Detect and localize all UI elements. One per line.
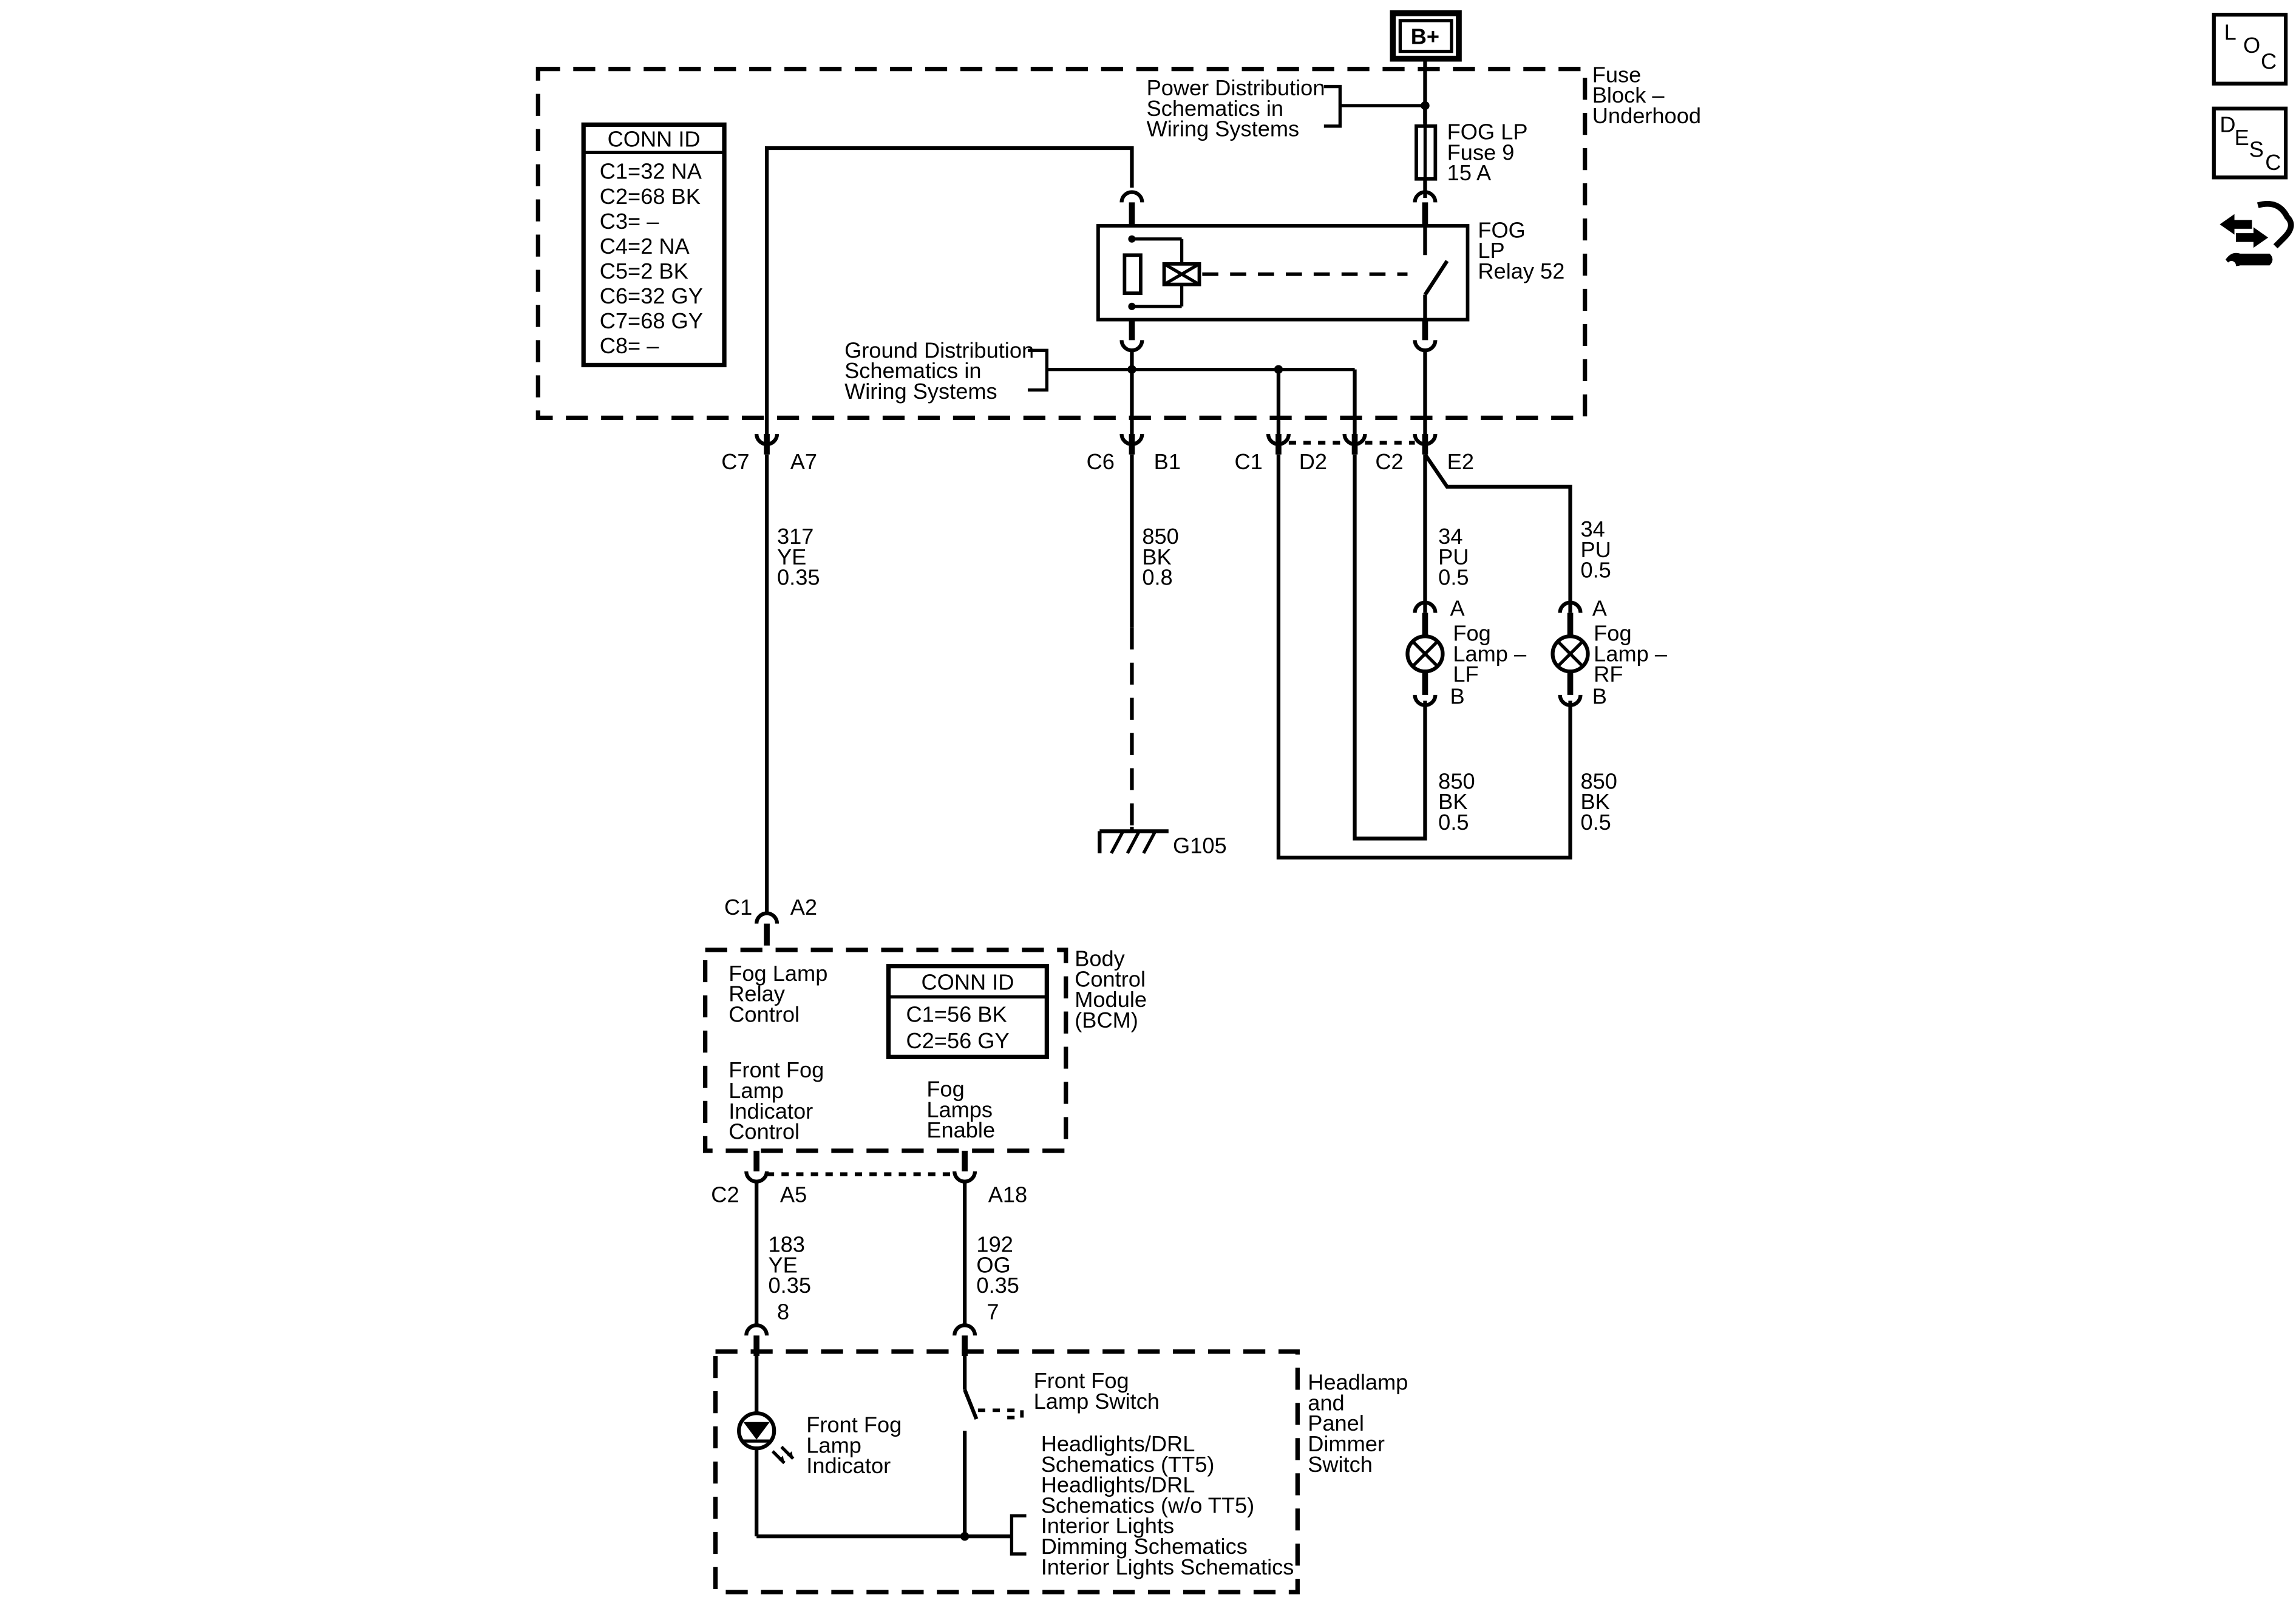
- battery-power-terminal: B+: [1390, 10, 1462, 123]
- ground-g105-icon: G105: [1098, 827, 1227, 858]
- conn-id-row: C7=68 GY: [600, 308, 703, 333]
- wire-183-label: 183 YE 0.35: [768, 1232, 811, 1298]
- pin-label: A: [1592, 595, 1608, 620]
- front-fog-indicator-led: Front Fog Lamp Indicator: [737, 1356, 908, 1537]
- svg-text:Headlights/DRL Schematic: Headlights/DRL Schematics (TT5) Headligh…: [1041, 1431, 1294, 1579]
- connector-label: A5: [780, 1182, 807, 1207]
- power-label: B+: [1411, 24, 1439, 49]
- fuse-block-outline: [535, 66, 1588, 421]
- conn-id-title: CONN ID: [608, 127, 701, 152]
- connector-label: C7: [721, 449, 749, 474]
- svg-text:C: C: [2265, 150, 2281, 175]
- bcm-conn-id-table: CONN ID C1=56 BK C2=56 GY: [886, 963, 1049, 1059]
- pin-label: 7: [987, 1300, 999, 1324]
- loc-button[interactable]: L O C: [2212, 13, 2288, 86]
- wire-ground-return-lf: [1353, 454, 1427, 841]
- bcm-input-connector: C1 A2: [724, 895, 817, 946]
- svg-text:S: S: [2249, 137, 2264, 162]
- headlamp-switch-outline: [713, 1349, 1300, 1595]
- bcm-relay-control-label: Fog Lamp Relay Control: [729, 961, 834, 1027]
- bcm-output-connectors: C2 A5 A18: [711, 1150, 1027, 1207]
- conn-id-row: C6=32 GY: [600, 283, 703, 308]
- bcm-indicator-control-label: Front Fog Lamp Indicator Control: [729, 1057, 830, 1144]
- wire-850-ground-label: 850 BK 0.8: [1142, 524, 1185, 590]
- headlamp-switch-title: Headlamp and Panel Dimmer Switch: [1308, 1370, 1414, 1477]
- wire-850-rf-label: 850 BK 0.5: [1580, 768, 1623, 835]
- conn-id-row: C1=32 NA: [600, 159, 702, 184]
- connector-label: A18: [988, 1182, 1027, 1207]
- wire-192-label: 192 OG 0.35: [976, 1232, 1019, 1298]
- pin-label: A: [1450, 595, 1466, 620]
- fog-lamp-rf: A B Fog Lamp – RF: [1550, 595, 1673, 708]
- conn-id-row: C2=56 GY: [906, 1028, 1010, 1053]
- bcm-title: Body Control Module (BCM): [1075, 946, 1153, 1032]
- conn-id-row: C1=56 BK: [906, 1002, 1007, 1026]
- conn-id-row: C4=2 NA: [600, 234, 690, 259]
- conn-id-row: C8= –: [600, 333, 660, 358]
- svg-text:C: C: [2261, 49, 2277, 74]
- bcm-lamps-enable-label: Fog Lamps Enable: [926, 1077, 999, 1143]
- svg-text:FOG LP Fuse 9 15: FOG LP Fuse 9 15 A: [1447, 120, 1534, 186]
- svg-text:E: E: [2235, 125, 2249, 150]
- fog-lamp-lf: A B Fog Lamp – LF: [1405, 595, 1532, 708]
- wire-34-rf-label: 34 PU 0.5: [1580, 517, 1617, 583]
- svg-text:Fog Lamp – RF: Fog Lamp – RF: [1594, 620, 1673, 686]
- fuse-block-conn-id-table: CONN ID C1=32 NA C2=68 BK C3= – C4=2 NA …: [581, 122, 727, 368]
- svg-text:L: L: [2224, 19, 2237, 44]
- fog-lamp-fuse: FOG LP Fuse 9 15 A: [1415, 105, 1534, 198]
- pin-label: 8: [777, 1300, 789, 1324]
- switch-input-connectors: 8 7: [744, 1300, 999, 1357]
- svg-text:Ground Distribution Sche: Ground Distribution Schematics in Wiring…: [844, 337, 1040, 404]
- pin-label: B: [1450, 683, 1465, 708]
- ground-label: G105: [1173, 833, 1227, 858]
- wire-34-lf-label: 34 PU 0.5: [1438, 524, 1475, 590]
- diagnostic-tools-icon[interactable]: [2220, 200, 2294, 270]
- conn-id-row: C3= –: [600, 209, 660, 234]
- connector-label: E2: [1447, 449, 1474, 474]
- connector-label: C1: [1234, 449, 1262, 474]
- connector-label: D2: [1299, 449, 1327, 474]
- svg-text:FOG LP Relay 52: FOG LP Relay 52: [1478, 217, 1564, 283]
- svg-text:Power Distribution Schem: Power Distribution Schematics in Wiring …: [1147, 75, 1331, 141]
- conn-id-title: CONN ID: [921, 969, 1014, 994]
- switch-schematic-references[interactable]: Headlights/DRL Schematics (TT5) Headligh…: [756, 1431, 1294, 1579]
- wire-ground-return-rf: [1276, 454, 1572, 860]
- ground-distribution-reference[interactable]: Ground Distribution Schematics in Wiring…: [844, 337, 1427, 434]
- fuse-block-harness-connectors: C7 A7 C6 B1 C1 D2 C2 E2: [721, 433, 1474, 474]
- conn-id-row: C2=68 BK: [600, 184, 701, 209]
- connector-label: A7: [790, 449, 817, 474]
- svg-text:Front Fog Lamp Ind: Front Fog Lamp Indicator: [806, 1412, 908, 1479]
- connector-label: C1: [724, 895, 752, 920]
- wire-850-lf-label: 850 BK 0.5: [1438, 768, 1481, 835]
- wire-317-label: 317 YE 0.35: [777, 524, 820, 590]
- connector-label: C2: [711, 1182, 739, 1207]
- fuse-block-title: Fuse Block – Underhood: [1592, 62, 1701, 128]
- pin-label: B: [1592, 683, 1607, 708]
- svg-text:Fog Lamp – LF: Fog Lamp – LF: [1453, 620, 1532, 686]
- svg-text:O: O: [2243, 33, 2260, 58]
- connector-label: B1: [1154, 449, 1181, 474]
- relay-socket-connectors: [1119, 190, 1438, 353]
- connector-label: A2: [790, 895, 817, 920]
- front-fog-lamp-switch: Front Fog Lamp Switch: [962, 1356, 1160, 1537]
- svg-text:D: D: [2220, 112, 2235, 137]
- connector-label: C6: [1087, 449, 1115, 474]
- conn-id-row: C5=2 BK: [600, 259, 688, 283]
- wire-34-rf: [1423, 453, 1572, 613]
- bcm-outline: [703, 947, 1068, 1153]
- relay-control-wire: [764, 146, 1134, 434]
- desc-button[interactable]: D E S C: [2212, 106, 2288, 180]
- power-distribution-reference[interactable]: Power Distribution Schematics in Wiring …: [1147, 75, 1430, 141]
- connector-label: C2: [1375, 449, 1403, 474]
- fog-lamp-relay: FOG LP Relay 52: [1096, 217, 1564, 334]
- svg-text:Front Fog Lamp Switch: Front Fog Lamp Switch: [1034, 1368, 1160, 1414]
